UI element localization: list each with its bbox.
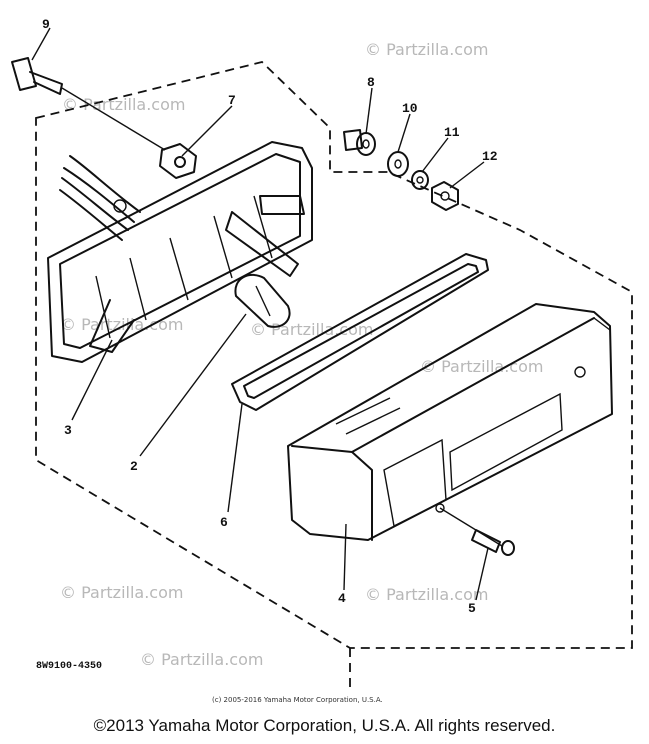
callout-11: 11 [444,125,460,140]
callout-6: 6 [220,515,228,530]
callout-4: 4 [338,591,346,606]
callout-12: 12 [482,149,498,164]
watermark: © Partzilla.com [420,357,543,376]
watermark: © Partzilla.com [250,320,373,339]
lock-washer-part-11 [411,170,429,190]
screw-part-5 [439,507,515,556]
watermark: © Partzilla.com [365,40,488,59]
callout-labels: 9 7 8 10 11 12 3 2 6 4 5 [42,17,498,616]
lens-part-4 [287,303,613,541]
watermark: © Partzilla.com [365,585,488,604]
diagram-part-number: 8W9100-4350 [36,661,102,672]
watermark: © Partzilla.com [60,583,183,602]
callout-2: 2 [130,459,138,474]
nut-part-7 [159,143,197,179]
bulb-part-2 [234,273,291,328]
leader-lines [31,27,489,601]
callout-5: 5 [468,601,476,616]
assembly-outline [35,61,633,690]
watermark: © Partzilla.com [140,650,263,669]
gasket-part-6 [231,253,489,411]
watermark: © Partzilla.com [60,315,183,334]
callout-3: 3 [64,423,72,438]
callout-9: 9 [42,17,50,32]
small-copyright: (c) 2005-2016 Yamaha Motor Corporation, … [212,696,383,704]
nut-part-12 [431,181,459,211]
bolt-part-9 [11,57,166,151]
watermark: © Partzilla.com [62,95,185,114]
watermark-group: © Partzilla.com © Partzilla.com © Partzi… [60,40,543,669]
callout-8: 8 [367,75,375,90]
fastener-stack [343,129,459,211]
callout-7: 7 [228,93,236,108]
spacer-part-8 [343,129,376,156]
footer-copyright: ©2013 Yamaha Motor Corporation, U.S.A. A… [93,716,556,735]
callout-10: 10 [402,101,418,116]
taillight-base-part-3 [47,141,313,363]
washer-part-10 [387,151,409,177]
